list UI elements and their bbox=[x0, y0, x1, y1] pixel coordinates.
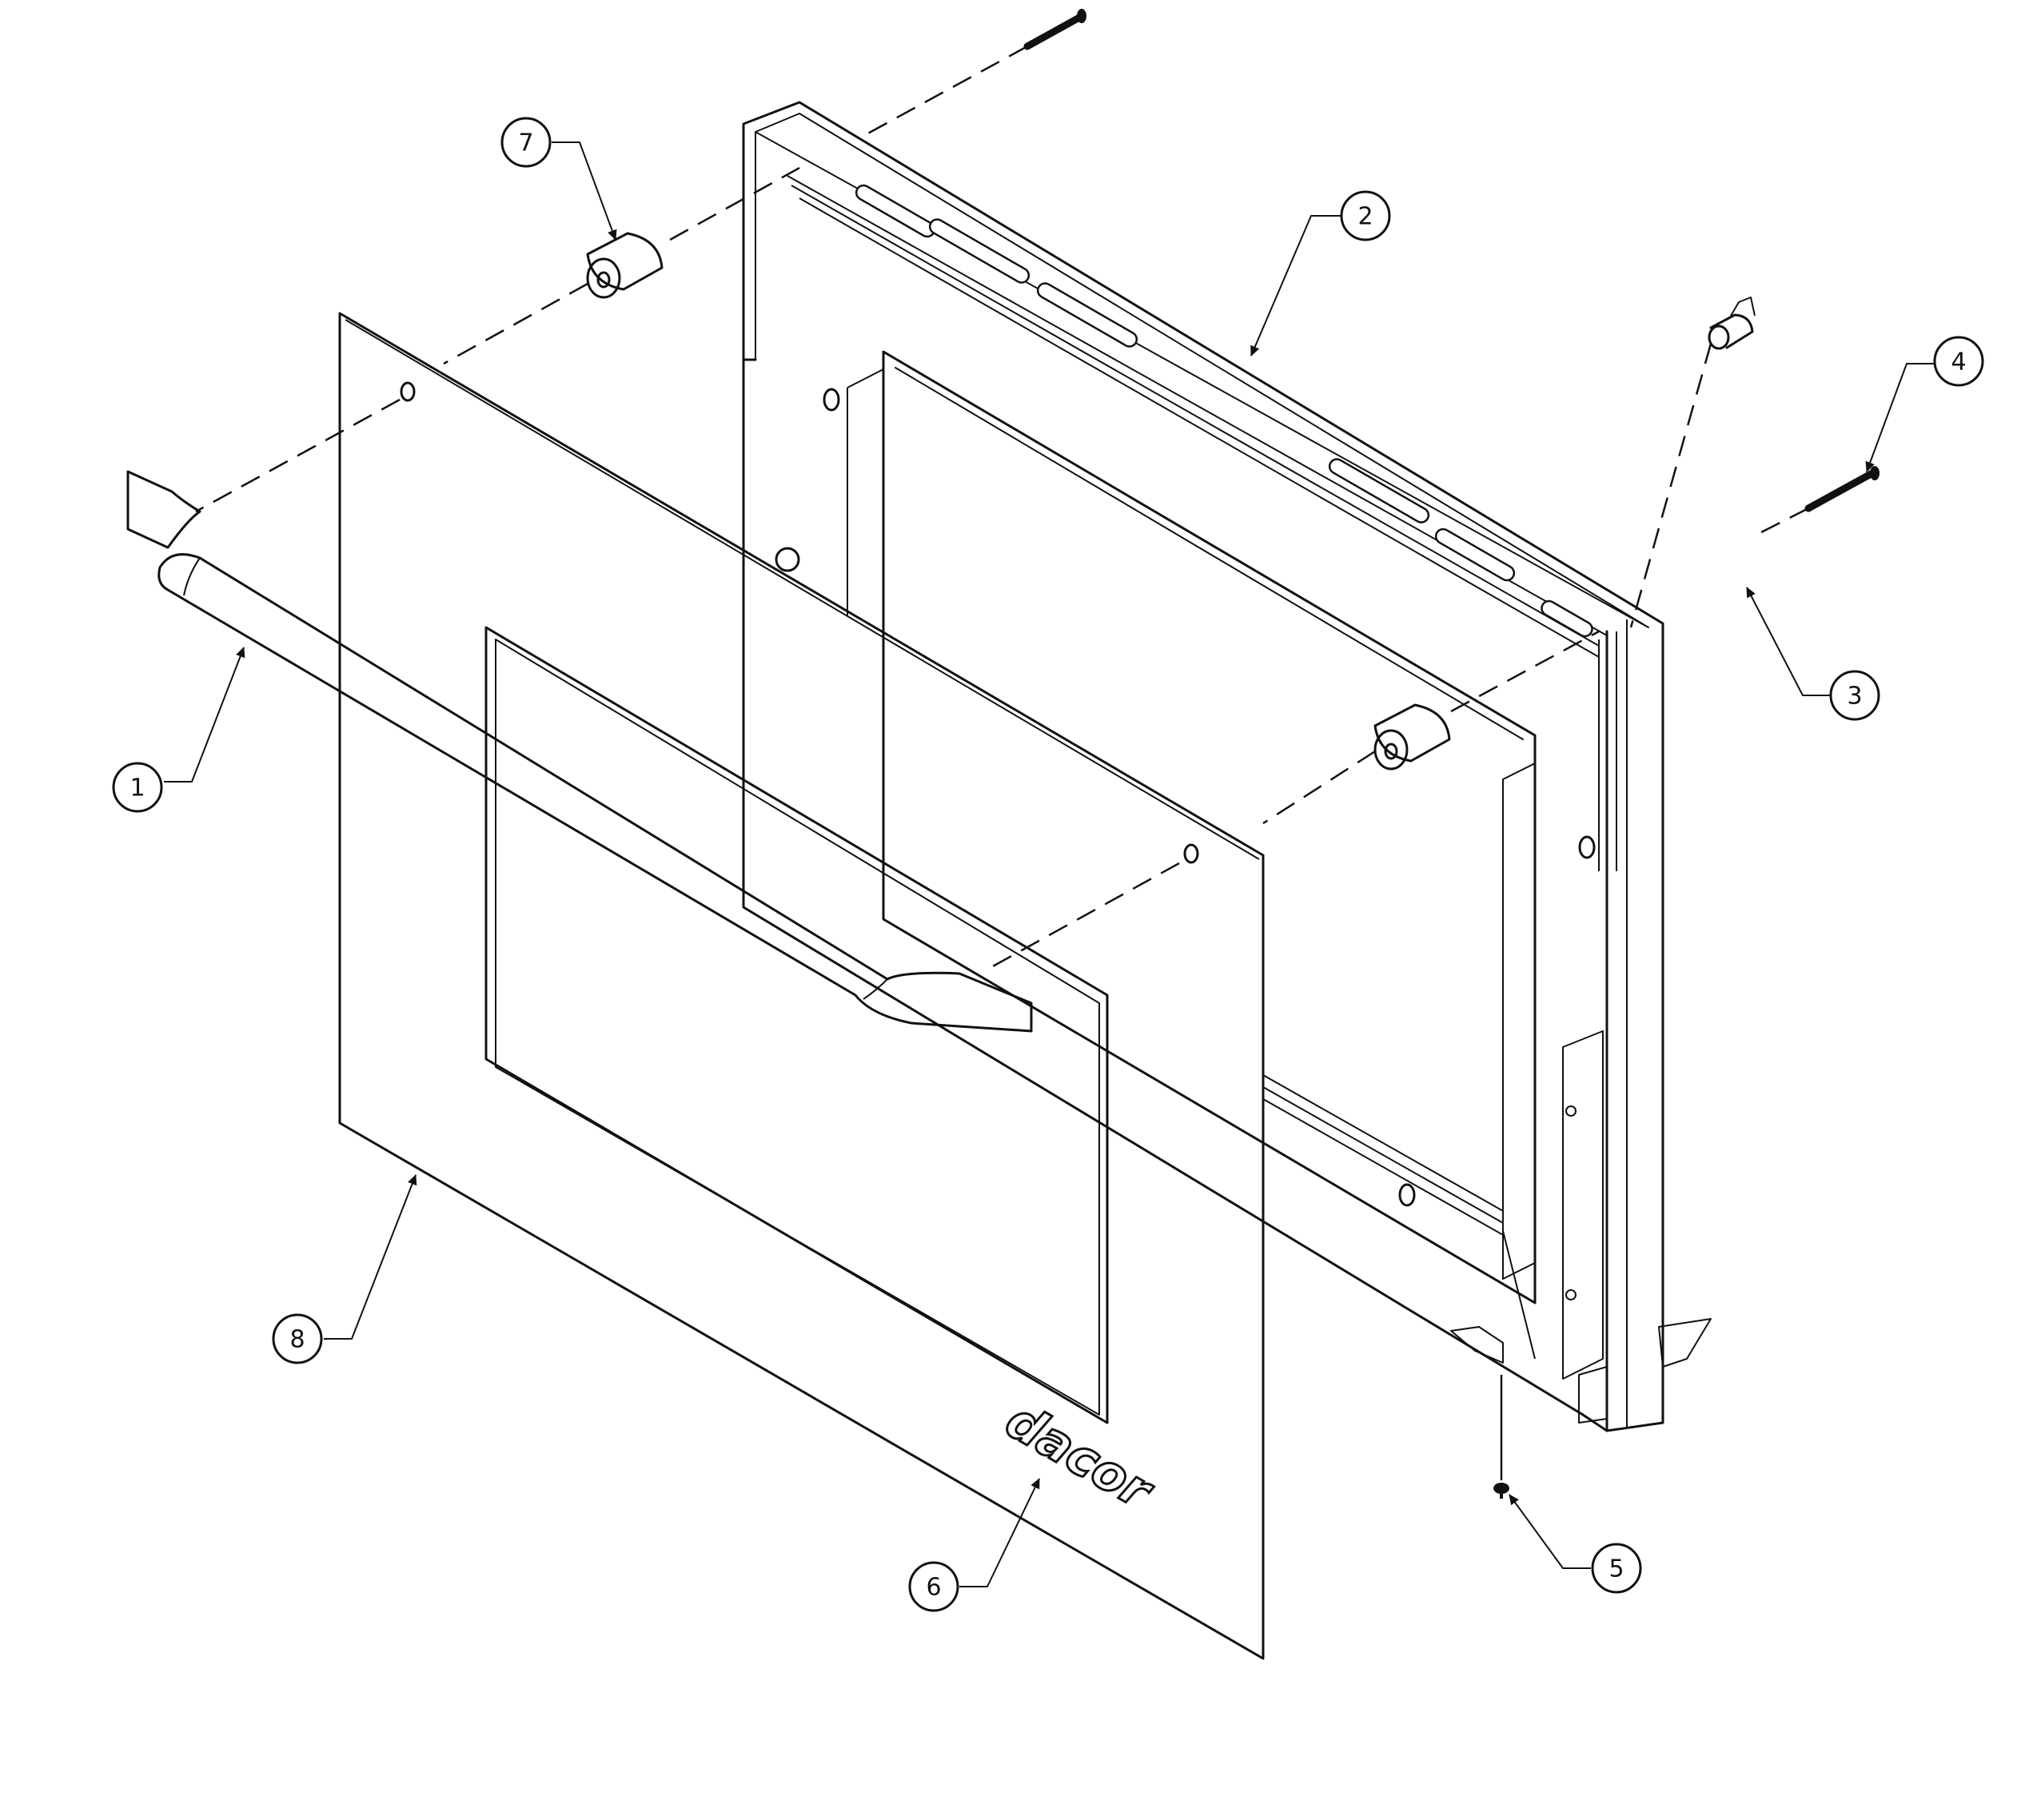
callout-5-label: 5 bbox=[1608, 1555, 1624, 1583]
door-handle bbox=[126, 470, 1033, 1033]
callout-4: 4 bbox=[1933, 336, 1984, 387]
callout-3-label: 3 bbox=[1847, 683, 1862, 711]
callout-4-label: 4 bbox=[1951, 348, 1966, 376]
small-screw bbox=[1493, 1375, 1509, 1499]
callout-8: 8 bbox=[272, 1313, 323, 1364]
callout-3: 3 bbox=[1829, 670, 1880, 721]
long-screw-top bbox=[1023, 9, 1086, 50]
callout-leaders bbox=[164, 141, 1935, 1587]
spacer-top bbox=[586, 232, 664, 299]
long-screw-right bbox=[1804, 466, 1880, 512]
callout-6: 6 bbox=[908, 1561, 959, 1612]
door-frame-part bbox=[742, 101, 1712, 1432]
callout-6-label: 6 bbox=[926, 1574, 941, 1602]
callout-7: 7 bbox=[500, 117, 552, 168]
outer-door-panel bbox=[338, 312, 1265, 1660]
callout-5: 5 bbox=[1591, 1543, 1642, 1594]
alignment-lines bbox=[195, 45, 1809, 969]
hinge-pin bbox=[1708, 297, 1756, 350]
spacer-bottom bbox=[1373, 703, 1451, 771]
callout-8-label: 8 bbox=[289, 1326, 305, 1354]
brand-mark-text: dacor bbox=[996, 1391, 1163, 1521]
callout-7-label: 7 bbox=[518, 129, 533, 157]
dacor-badge: dacor bbox=[995, 1389, 1165, 1522]
callout-2: 2 bbox=[1340, 190, 1391, 241]
callout-1-label: 1 bbox=[130, 775, 145, 802]
callout-2-label: 2 bbox=[1357, 203, 1373, 231]
callout-1: 1 bbox=[112, 762, 163, 813]
